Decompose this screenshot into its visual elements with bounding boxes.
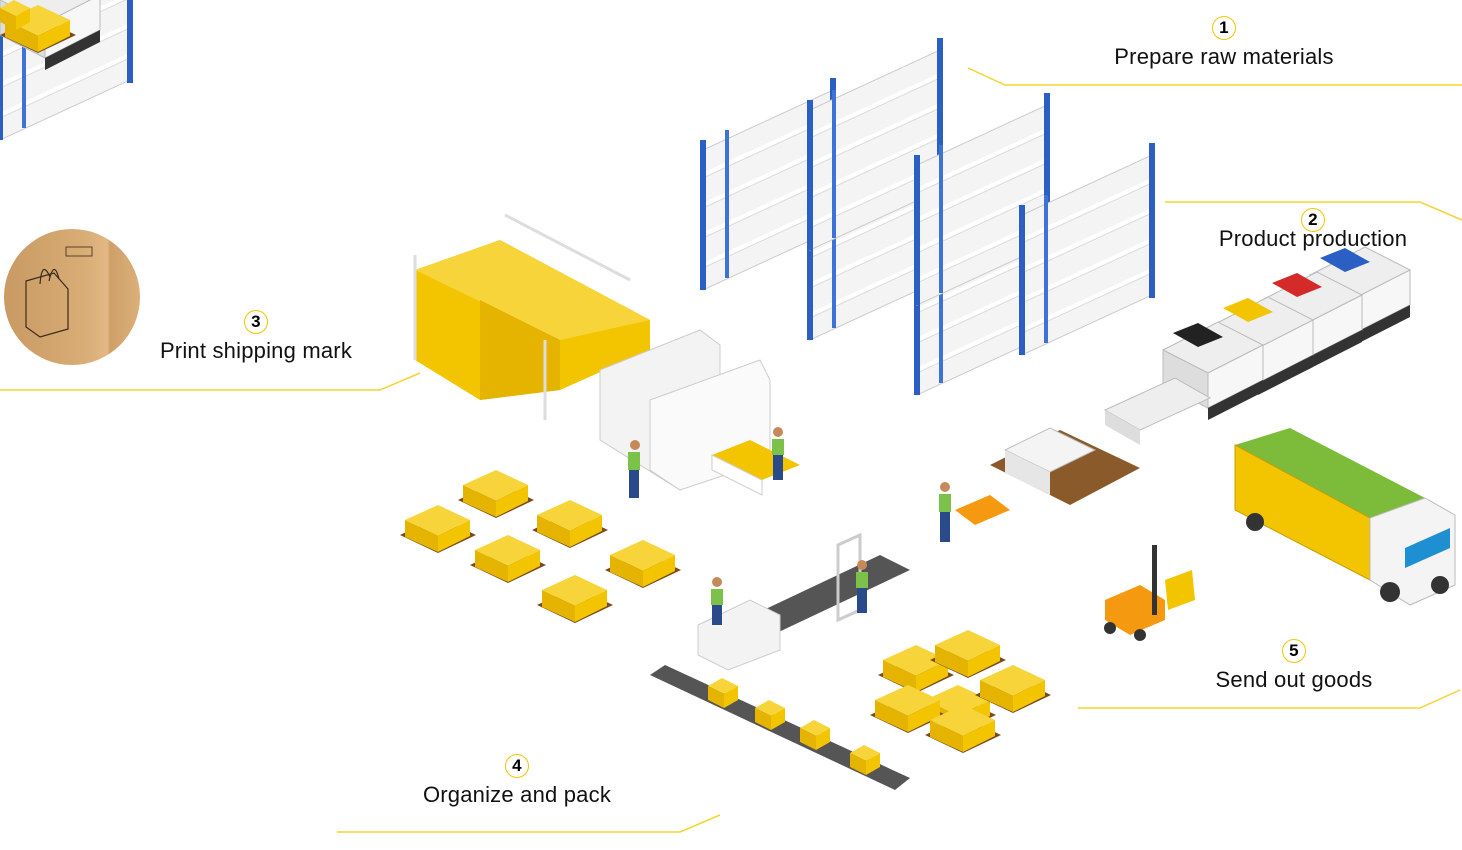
step-3: 3 Print shipping mark bbox=[140, 307, 372, 364]
step-5: 5 Send out goods bbox=[1190, 636, 1398, 693]
leader-line-2 bbox=[1165, 201, 1462, 221]
step-4: 4 Organize and pack bbox=[395, 751, 639, 808]
leader-line-5 bbox=[1078, 689, 1461, 709]
step-title: Send out goods bbox=[1215, 667, 1373, 692]
step-number-badge: 1 bbox=[1212, 16, 1236, 40]
step-number-badge: 4 bbox=[505, 754, 529, 778]
conveyors bbox=[0, 0, 1010, 790]
step-number-badge: 3 bbox=[244, 310, 268, 334]
step-number-badge: 5 bbox=[1282, 639, 1306, 663]
shipping-box-photo bbox=[4, 229, 140, 365]
delivery-truck bbox=[1234, 428, 1456, 606]
step-title: Organize and pack bbox=[422, 782, 612, 807]
step-title: Print shipping mark bbox=[159, 338, 353, 363]
leader-line-3 bbox=[0, 372, 421, 391]
printing-station bbox=[413, 213, 800, 498]
step-title: Product production bbox=[1218, 226, 1408, 251]
leader-line-4 bbox=[337, 814, 721, 833]
step-number-badge: 2 bbox=[1301, 208, 1325, 232]
forklift bbox=[1104, 545, 1195, 641]
shopping-bag-mark-icon bbox=[25, 246, 93, 338]
leader-line-1 bbox=[967, 67, 1462, 86]
step-title: Prepare raw materials bbox=[1114, 44, 1334, 69]
step-2: 2 Product production bbox=[1190, 205, 1436, 252]
leader-lines bbox=[0, 67, 1462, 833]
step-1: 1 Prepare raw materials bbox=[1090, 13, 1358, 70]
